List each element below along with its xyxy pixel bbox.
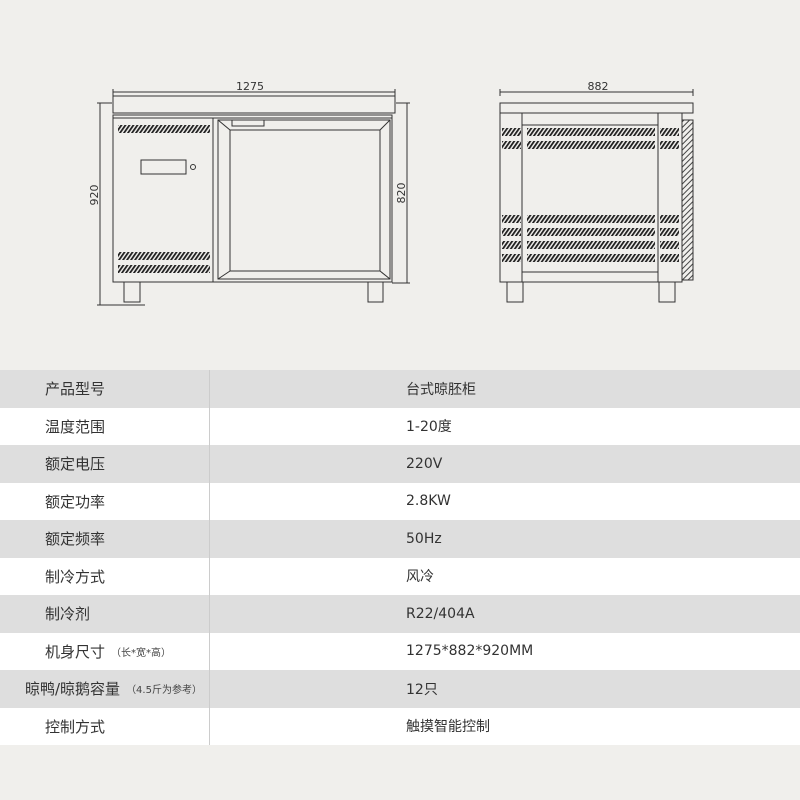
spec-label-text: 控制方式	[45, 717, 106, 736]
spec-label-text: 额定电压	[45, 455, 106, 474]
cabinet-technical-drawing: 1275 920 820 882	[88, 80, 694, 306]
front-view	[97, 89, 410, 306]
spec-label-text: 晾鸭/晾鹅容量	[25, 680, 121, 699]
spec-table: 产品型号 台式晾胚柜温度范围 1-20度额定电压 220V 额定功率 2.8KW 额定频率 5…	[0, 370, 800, 745]
spec-label-text: 产品型号	[45, 380, 106, 399]
spec-label-text: 机身尺寸	[45, 642, 106, 661]
table-row: 制冷剂 R22/404A	[0, 595, 800, 633]
spec-note: （长*宽*高）	[111, 647, 172, 659]
table-row: 制冷方式 风冷	[0, 557, 800, 595]
spec-note: （4.5斤为参考）	[126, 685, 202, 697]
spec-value: 1-20度	[406, 419, 452, 436]
side-view	[499, 89, 694, 303]
spec-label-text: 制冷方式	[45, 567, 106, 586]
depth-dimension: 882	[588, 80, 609, 93]
spec-label: 晾鸭/晾鹅容量 （4.5斤为参考）	[0, 670, 210, 708]
spec-label: 制冷方式	[0, 557, 210, 595]
table-row: 控制方式 触摸智能控制	[0, 707, 800, 745]
table-row: 机身尺寸 （长*宽*高） 1275*882*920MM	[0, 632, 800, 670]
table-row: 额定频率 50Hz	[0, 520, 800, 558]
spec-label-text: 制冷剂	[45, 605, 91, 624]
spec-label-text: 额定功率	[45, 492, 106, 511]
table-row: 额定功率 2.8KW	[0, 482, 800, 520]
spec-label: 制冷剂	[0, 595, 210, 633]
display-panel-icon	[140, 159, 187, 175]
side-vents	[502, 128, 679, 262]
spec-label-text: 温度范围	[45, 417, 106, 436]
table-row: 温度范围 1-20度	[0, 407, 800, 445]
spec-label: 产品型号	[0, 370, 210, 408]
spec-value: 220V	[406, 455, 443, 472]
table-row: 产品型号 台式晾胚柜	[0, 370, 800, 408]
spec-value: 50Hz	[406, 530, 442, 547]
spec-label: 额定电压	[0, 445, 210, 483]
spec-value: 风冷	[406, 569, 434, 586]
spec-label-text: 额定频率	[45, 530, 106, 549]
spec-value: R22/404A	[406, 605, 475, 622]
spec-value: 台式晾胚柜	[406, 381, 476, 398]
total-height-dimension: 920	[88, 185, 101, 206]
table-row: 晾鸭/晾鹅容量 （4.5斤为参考） 12只	[0, 670, 800, 708]
spec-label: 温度范围	[0, 407, 210, 445]
spec-value: 触摸智能控制	[406, 719, 490, 736]
spec-label: 控制方式	[0, 707, 210, 745]
spec-value: 12只	[406, 681, 438, 698]
spec-label: 额定频率	[0, 520, 210, 558]
front-vents	[118, 125, 210, 273]
spec-value: 1275*882*920MM	[406, 643, 534, 660]
body-height-dimension: 820	[395, 183, 408, 204]
table-row: 额定电压 220V	[0, 445, 800, 483]
spec-value: 2.8KW	[406, 493, 451, 510]
width-dimension: 1275	[236, 80, 264, 93]
spec-label: 额定功率	[0, 482, 210, 520]
spec-label: 机身尺寸 （长*宽*高）	[0, 632, 210, 670]
